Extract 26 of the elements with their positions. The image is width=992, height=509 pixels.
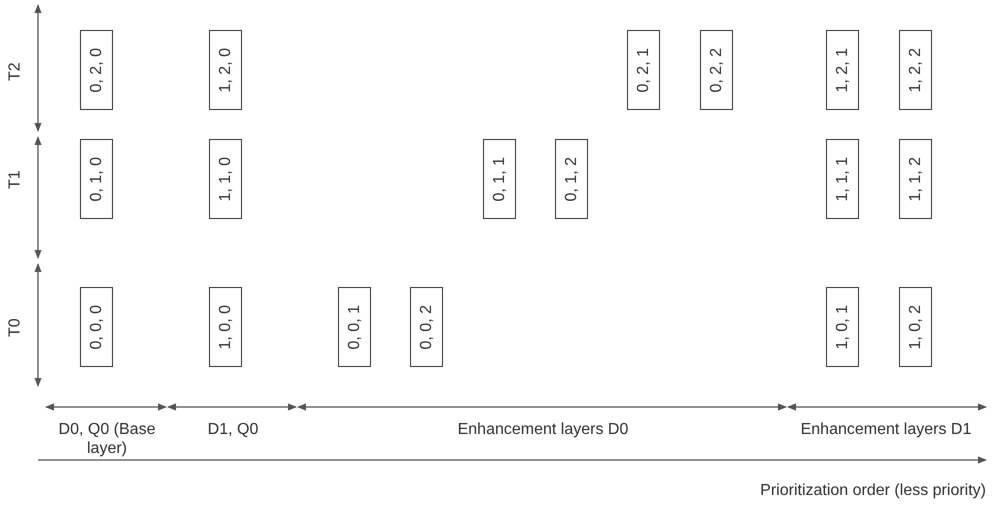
range-label: D1, Q0 — [206, 420, 260, 439]
row-label: T0 — [6, 318, 24, 340]
layer-box: 0, 2, 1 — [627, 30, 660, 110]
layer-box: 0, 0, 1 — [338, 287, 371, 367]
layer-box: 1, 0, 2 — [899, 287, 932, 367]
layer-box: 0, 2, 2 — [700, 30, 733, 110]
axis-label: Prioritization order (less priority) — [759, 481, 986, 500]
layer-box: 0, 2, 0 — [80, 30, 113, 110]
layer-box: 0, 1, 0 — [80, 139, 113, 219]
layer-box: 1, 2, 1 — [826, 30, 859, 110]
layer-box: 1, 2, 0 — [209, 30, 242, 110]
layer-box: 0, 1, 1 — [483, 139, 516, 219]
layer-box: 1, 1, 1 — [826, 139, 859, 219]
layer-box: 1, 0, 0 — [209, 287, 242, 367]
layer-box: 1, 1, 0 — [209, 139, 242, 219]
range-label: Enhancement layers D1 — [800, 420, 972, 439]
layer-box: 0, 0, 2 — [410, 287, 443, 367]
range-label: D0, Q0 (Base layer) — [58, 420, 156, 458]
layer-box: 1, 2, 2 — [899, 30, 932, 110]
layer-box: 0, 0, 0 — [80, 287, 113, 367]
range-label: Enhancement layers D0 — [456, 420, 630, 439]
layer-box: 0, 1, 2 — [555, 139, 588, 219]
layer-box: 1, 1, 2 — [899, 139, 932, 219]
row-label: T2 — [6, 62, 24, 84]
row-label: T1 — [6, 170, 24, 192]
layer-box: 1, 0, 1 — [826, 287, 859, 367]
